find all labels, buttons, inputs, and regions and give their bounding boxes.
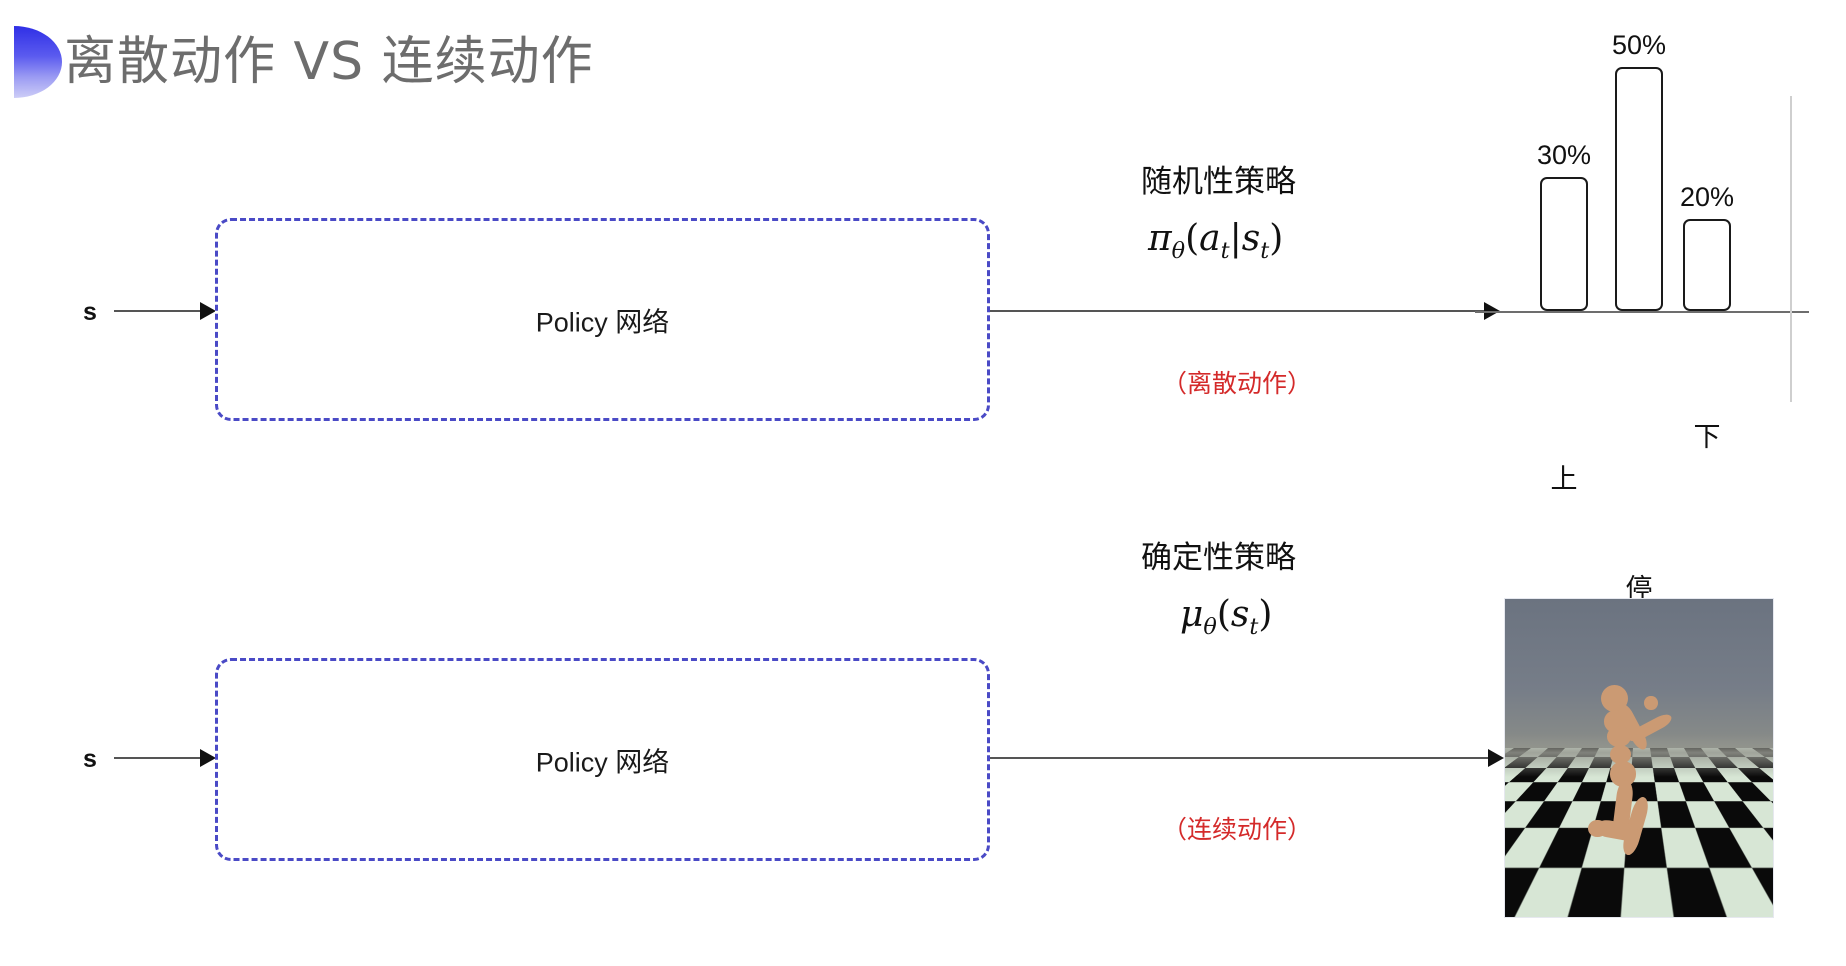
formula-paren-close-2: ) [1258, 594, 1273, 635]
formula-sub-theta-2: θ [1203, 614, 1217, 641]
policy-formula-continuous: μθ(st) [1180, 594, 1272, 640]
policy-kind-continuous: 确定性策略 [1141, 540, 1296, 576]
formula-paren-open-2: ( [1216, 594, 1231, 635]
formula-action: a [1199, 218, 1221, 259]
bar-rect-0 [1540, 177, 1588, 311]
policy-network-label-discrete: Policy 网络 [535, 307, 670, 337]
humanoid-simulation-image [1504, 598, 1774, 918]
humanoid-figure [1505, 599, 1773, 917]
bar-value-1: 50% [1611, 30, 1667, 60]
state-label-discrete: s [83, 298, 97, 326]
page-title: 离散动作 VS 连续动作 [64, 32, 594, 92]
action-note-continuous: （连续动作） [1162, 815, 1313, 844]
title-bullet-icon [14, 26, 62, 98]
bar-category-0: 上 [1550, 464, 1578, 495]
chart-baseline-axis [1475, 311, 1809, 313]
humanoid-mid-torso [1606, 726, 1631, 747]
formula-action-sub: t [1220, 238, 1230, 265]
policy-network-box-discrete[interactable]: Policy 网络 [215, 218, 990, 421]
humanoid-foot [1588, 820, 1607, 838]
formula-state: s [1241, 218, 1261, 259]
policy-formula-discrete: πθ(at|st) [1148, 218, 1283, 264]
bar-rect-1 [1615, 67, 1663, 311]
formula-state-2: s [1230, 594, 1250, 635]
policy-kind-discrete: 随机性策略 [1141, 164, 1296, 200]
formula-state-sub: t [1260, 238, 1270, 265]
formula-sub-theta: θ [1171, 238, 1186, 265]
arrow-state-to-policy-continuous [114, 757, 214, 759]
state-label-continuous: s [83, 745, 97, 773]
formula-fn-pi: π [1148, 218, 1172, 259]
bar-value-0: 30% [1536, 140, 1592, 170]
right-edge-divider [1790, 96, 1792, 402]
arrow-policy-to-output-continuous [990, 757, 1502, 759]
action-note-discrete: （离散动作） [1162, 369, 1313, 398]
formula-state-sub-2: t [1249, 614, 1259, 641]
humanoid-hand [1644, 695, 1658, 711]
discrete-action-bar-chart: 30% 上 50% 停 20% 下 [1470, 30, 1810, 605]
policy-network-label-continuous: Policy 网络 [535, 747, 670, 777]
simulation-sky [1505, 599, 1773, 749]
formula-paren-close: ) [1269, 218, 1284, 259]
arrow-policy-to-output-discrete [990, 310, 1498, 312]
arrow-state-to-policy-discrete [114, 310, 214, 312]
bar-rect-2 [1683, 219, 1731, 311]
formula-fn-mu: μ [1180, 594, 1204, 635]
humanoid-lower-torso [1609, 745, 1631, 765]
formula-given-bar: | [1229, 218, 1242, 259]
formula-paren-open: ( [1185, 218, 1200, 259]
bar-value-2: 20% [1679, 182, 1735, 212]
policy-network-box-continuous[interactable]: Policy 网络 [215, 658, 990, 861]
bar-category-2: 下 [1693, 422, 1721, 453]
